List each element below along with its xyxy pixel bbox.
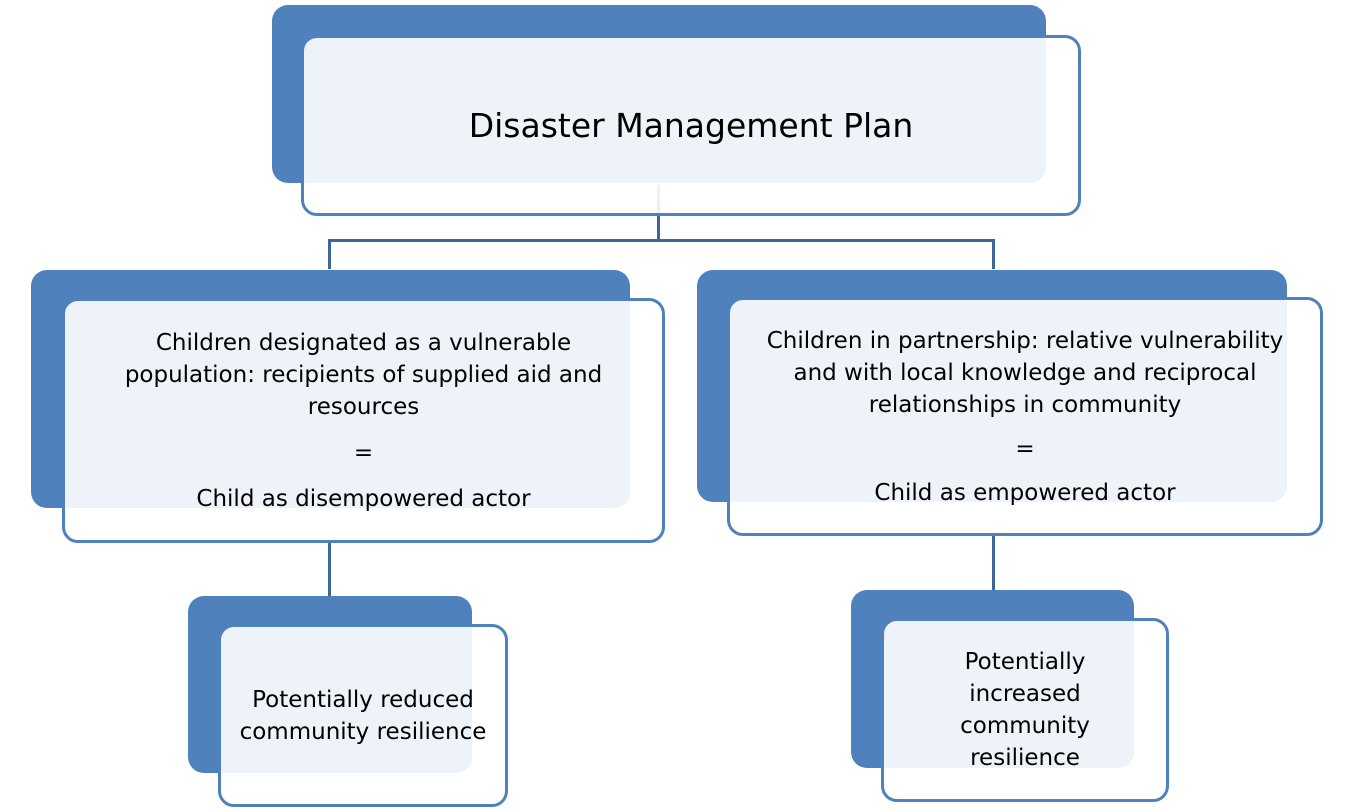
left-equals: = bbox=[353, 439, 374, 466]
left-result: Child as disempowered actor bbox=[196, 485, 531, 512]
connector-right-down bbox=[992, 239, 995, 269]
connector-left-down bbox=[328, 239, 331, 269]
left-description: Children designated as a vulnerable popu… bbox=[124, 329, 603, 420]
right-result: Child as empowered actor bbox=[874, 479, 1176, 506]
right-outcome-node: Potentially increased community resilien… bbox=[881, 618, 1169, 802]
root-node: Disaster Management Plan bbox=[301, 35, 1081, 216]
left-outcome-text: Potentially reduced community resilience bbox=[239, 686, 487, 745]
connector-right-outcome bbox=[992, 533, 995, 590]
right-equals: = bbox=[1015, 435, 1035, 462]
right-description: Children in partnership: relative vulner… bbox=[766, 327, 1284, 418]
root-title: Disaster Management Plan bbox=[468, 106, 914, 145]
connector-left-outcome bbox=[328, 540, 331, 596]
right-node: Children in partnership: relative vulner… bbox=[727, 297, 1323, 536]
left-node: Children designated as a vulnerable popu… bbox=[62, 298, 665, 543]
connector-horizontal bbox=[328, 239, 995, 242]
right-outcome-text: Potentially increased community resilien… bbox=[960, 649, 1090, 771]
left-outcome-node: Potentially reduced community resilience bbox=[218, 624, 508, 807]
